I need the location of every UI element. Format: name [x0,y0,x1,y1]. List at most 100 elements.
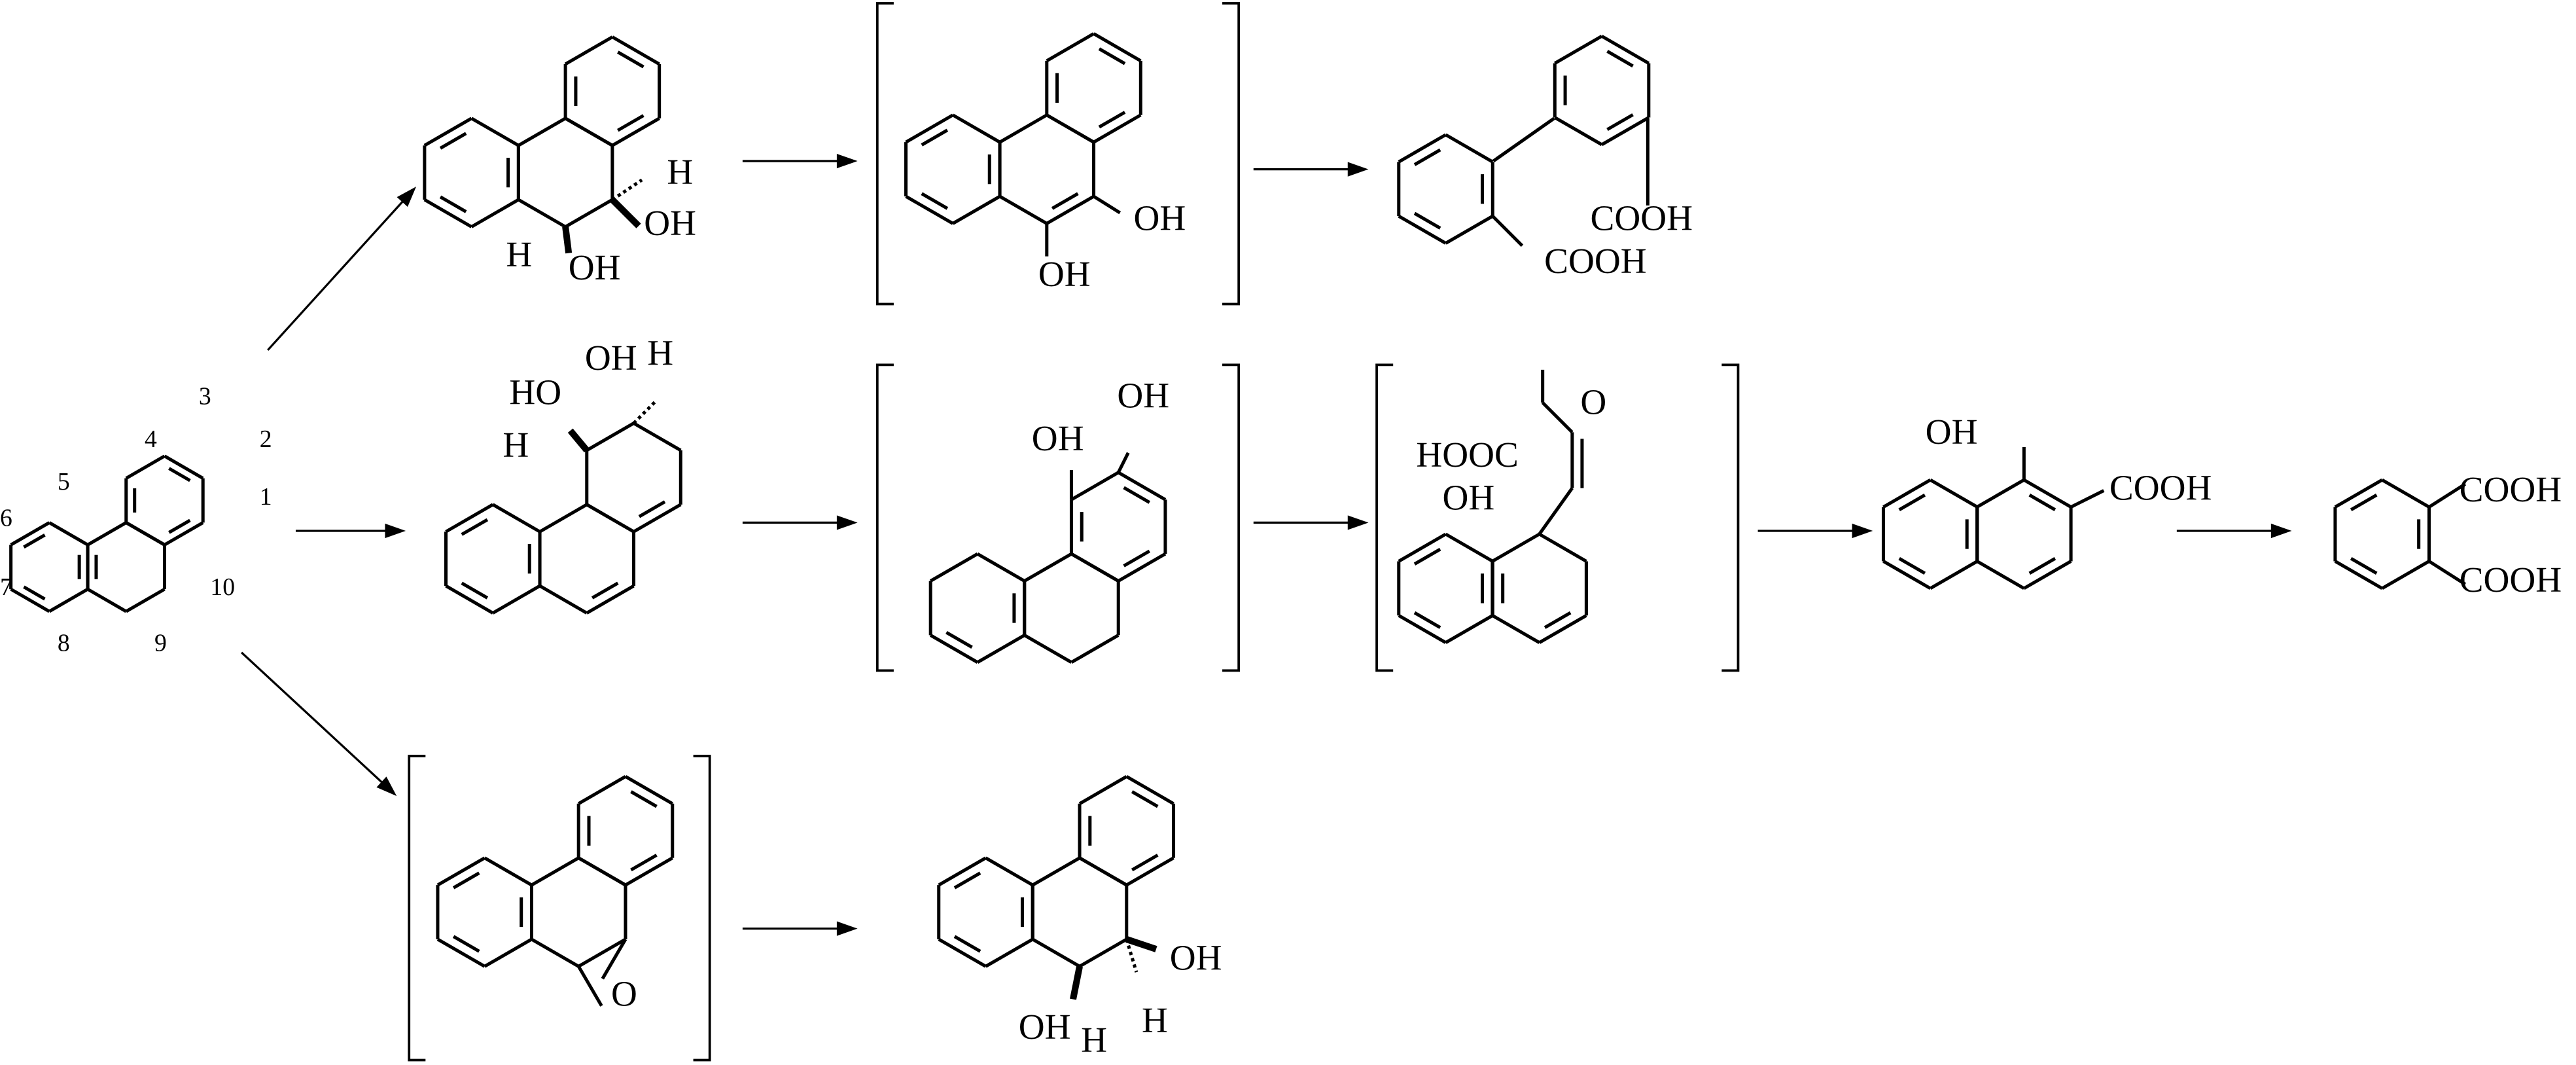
intermediate-bracket [875,2,894,306]
ring-bond [952,113,1001,144]
ring-bond [586,503,635,533]
wedge-bond [610,197,641,228]
hash-bond [611,178,643,202]
ring-bond [86,521,128,547]
ring-bond [1882,560,1932,590]
label-oh: OH [1170,937,1222,977]
ring-bond [929,634,979,664]
epoxide-labels: O [611,974,637,1014]
wedge-bond [1125,936,1157,952]
ring-bond [164,521,204,547]
wedge-bond [1070,966,1083,1000]
hash-bond [1125,939,1138,973]
ring-bond [976,634,1025,664]
double-bond [168,518,191,534]
arrow-head-icon [2270,523,2292,539]
arrow-head-icon [1347,515,1369,530]
ring-bond [586,422,635,452]
ring-bond [518,198,567,228]
diphenic-acid-labels: COOH COOH [1544,198,1693,281]
double-bond [1123,549,1151,568]
intermediate-bracket [1222,363,1241,672]
arrow-head-icon [836,515,858,530]
ring-bond [445,503,494,533]
label-oh: OH [1133,198,1186,238]
ring-bond [624,775,673,805]
ring-bond [577,856,627,887]
ring-bond [1882,478,1932,509]
ring-bond [484,856,533,887]
double-bond [461,581,489,600]
ring-bond [929,552,979,583]
ring-bond [1032,856,1081,887]
double-bond [1606,113,1634,132]
ring-bond [1491,614,1540,644]
label-h: H [1142,1000,1168,1040]
trans-diol-labels: OH OH H H [1019,937,1222,1060]
double-bond [630,790,658,808]
double-bond [591,581,619,600]
reaction-arrow [241,651,395,795]
atom-number-5: 5 [58,468,70,496]
ring-bond [1976,560,2025,590]
label-hooc: HOOC [1416,435,1518,475]
double-bond [452,871,480,890]
ring-bond [611,35,660,66]
bond [1538,487,1574,535]
ring-bond [1078,937,1128,968]
label-oh: OH [569,247,621,287]
double-bond [1413,547,1441,566]
ring-bond [1117,471,1167,501]
atom-number-10: 10 [210,573,235,601]
bond [2428,560,2467,586]
ring-bond [1554,35,1603,65]
phenanthrene-numbering: 1 2 3 4 5 6 7 8 9 10 [0,383,272,657]
ring-bond [423,117,472,147]
ring-bond [2334,478,2383,509]
ring-bond [125,521,166,547]
ring-bond [905,194,954,225]
ring-bond [538,584,588,615]
ring-bond [1929,478,1979,509]
ring-bond [470,198,520,228]
ring-bond [905,113,954,144]
arrow-layer [241,153,2292,936]
ring-bond [1398,214,1447,245]
ring-bond [564,198,614,228]
double-bond [1898,556,1926,575]
label-h: H [506,234,532,274]
double-bond [461,518,489,536]
arrow-head-icon [1852,523,1873,539]
double-bond [1606,50,1634,68]
bond-layer [9,32,2467,1007]
double-bond [921,128,949,147]
ring-bond [998,113,1048,144]
arrow-head-icon [397,187,417,207]
ring-bond [2381,478,2430,509]
double-bond [2350,556,2378,575]
bond [1491,215,1524,247]
double-bond [1898,494,1926,512]
hydroxynaphthoic-acid-labels: OH COOH [1926,412,2212,507]
ring-bond [1976,478,2025,509]
ring-bond [1046,113,1095,144]
label-cooh: COOH [2109,467,2212,507]
ring-bond [423,198,472,228]
double-bond [1098,111,1126,129]
ring-bond [518,117,567,147]
ring-bond [1093,32,1142,63]
intermediate-bracket [408,755,426,1062]
bracket-layer [408,2,1740,1062]
atom-number-2: 2 [260,425,272,453]
double-bond [945,630,973,649]
epoxide-bond [601,938,627,980]
atom-number-1: 1 [260,483,272,511]
atom-number-4: 4 [145,425,157,453]
bond [1116,452,1130,473]
double-bond [2350,494,2378,512]
ring-bond [1600,116,1650,147]
biaryl-bond [1492,117,1555,163]
double-bond [1544,611,1572,629]
double-bond [2028,494,2056,512]
